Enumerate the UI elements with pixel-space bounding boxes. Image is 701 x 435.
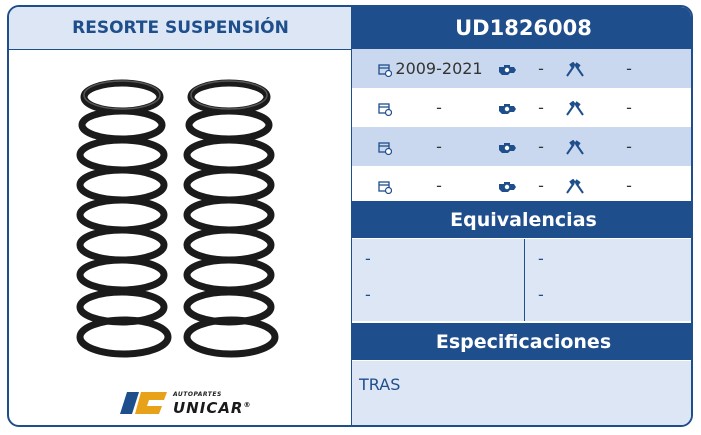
especificaciones-header: Especificaciones [352, 323, 691, 360]
pistons-value: - [626, 137, 632, 156]
equivalencia-value: - [365, 249, 371, 268]
calendar-clock-icon [378, 63, 392, 77]
engine-value: - [538, 137, 544, 156]
pistons-icon [566, 178, 584, 194]
equivalencia-value: - [538, 285, 544, 304]
calendar-clock-icon [378, 180, 392, 194]
table-row: 2009-2021 - - [352, 49, 691, 88]
pistons-icon [566, 139, 584, 155]
pistons-icon [566, 61, 584, 77]
table-row: - - - [352, 166, 691, 205]
applications-table: 2009-2021 - - - - - - - - - - [352, 49, 691, 205]
category-title: RESORTE SUSPENSIÓN [9, 7, 352, 50]
year-range: - [436, 98, 442, 117]
engine-icon [499, 181, 516, 192]
unicar-logo-icon [120, 392, 167, 414]
equivalencias-left-column: - - [352, 239, 523, 321]
pistons-value: - [626, 98, 632, 117]
product-code: UD1826008 [352, 7, 691, 49]
year-range: 2009-2021 [395, 59, 483, 78]
logo-tagline: AUTOPARTES [173, 390, 222, 398]
coil-springs-image [76, 79, 279, 358]
calendar-clock-icon [378, 102, 392, 116]
engine-icon [499, 142, 516, 153]
pistons-icon [566, 100, 584, 116]
product-image: AUTOPARTES UNICAR® [9, 50, 351, 425]
calendar-clock-icon [378, 141, 392, 155]
table-row: - - - [352, 127, 691, 166]
pistons-value: - [626, 176, 632, 195]
year-range: - [436, 176, 442, 195]
engine-value: - [538, 176, 544, 195]
logo-wordmark: UNICAR® [173, 398, 252, 417]
year-range: - [436, 137, 442, 156]
pistons-value: - [626, 59, 632, 78]
especificacion-text: TRAS [359, 375, 401, 394]
especificaciones-panel: TRAS [352, 361, 691, 425]
brand-logo: AUTOPARTES UNICAR® [119, 390, 251, 416]
engine-value: - [538, 59, 544, 78]
equivalencias-right-column: - - [524, 239, 691, 321]
product-card: RESORTE SUSPENSIÓN UD1826008 [7, 5, 693, 427]
equivalencias-panel: - - - - [352, 239, 691, 321]
table-row: - - - [352, 88, 691, 127]
engine-icon [499, 64, 516, 75]
equivalencias-header: Equivalencias [352, 201, 691, 238]
engine-value: - [538, 98, 544, 117]
equivalencia-value: - [365, 285, 371, 304]
column-divider [351, 7, 352, 425]
engine-icon [499, 103, 516, 114]
equivalencia-value: - [538, 249, 544, 268]
